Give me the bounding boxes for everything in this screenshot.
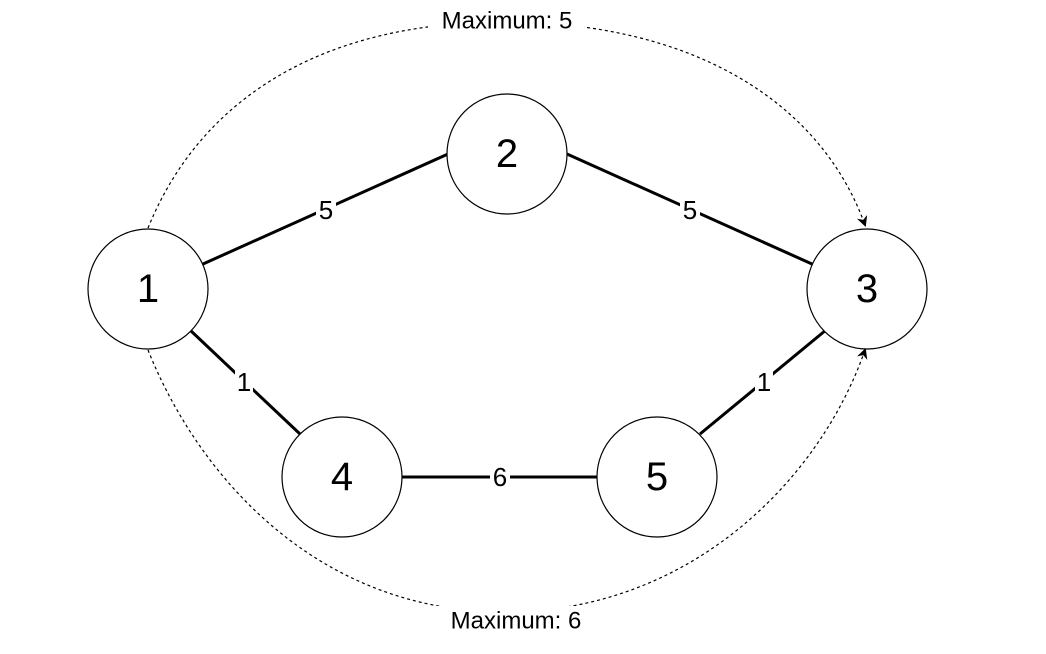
edge-weight-2-3: 5 bbox=[683, 195, 697, 225]
node-1: 1 bbox=[87, 228, 209, 350]
node-5-label: 5 bbox=[646, 455, 668, 499]
node-2-circle bbox=[446, 93, 568, 215]
edge-label-bg-5-3 bbox=[755, 368, 773, 396]
edge-weight-4-5: 6 bbox=[493, 462, 507, 492]
node-4-label: 4 bbox=[331, 455, 353, 499]
nodes: 1 2 3 4 5 bbox=[87, 93, 928, 538]
edge-label-bg-4-5 bbox=[490, 463, 510, 491]
edge-label-bg-1-2 bbox=[316, 196, 336, 224]
edge-weight-1-2: 5 bbox=[319, 195, 333, 225]
node-2: 2 bbox=[446, 93, 568, 215]
node-5-circle bbox=[596, 416, 718, 538]
node-2-label: 2 bbox=[496, 132, 518, 176]
node-3-circle bbox=[806, 228, 928, 350]
node-3-label: 3 bbox=[856, 267, 878, 311]
node-4: 4 bbox=[281, 416, 403, 538]
edge-label-bg-2-3 bbox=[680, 196, 700, 224]
node-5: 5 bbox=[596, 416, 718, 538]
bottom-path-label-bg bbox=[436, 606, 596, 636]
top-path-label: Maximum: 5 bbox=[442, 8, 573, 35]
path-annotations: Maximum: 5 Maximum: 6 bbox=[147, 6, 868, 636]
edge-weight-1-4: 1 bbox=[237, 367, 251, 397]
edge-weight-5-3: 1 bbox=[757, 367, 771, 397]
edge-label-bg-1-4 bbox=[235, 368, 253, 396]
top-path-label-bg bbox=[428, 6, 584, 36]
bottom-path-label: Maximum: 6 bbox=[451, 608, 582, 635]
edges: 5 5 1 6 1 bbox=[188, 152, 827, 492]
node-1-circle bbox=[87, 228, 209, 350]
node-1-label: 1 bbox=[137, 267, 159, 311]
node-4-circle bbox=[281, 416, 403, 538]
node-3: 3 bbox=[806, 228, 928, 350]
